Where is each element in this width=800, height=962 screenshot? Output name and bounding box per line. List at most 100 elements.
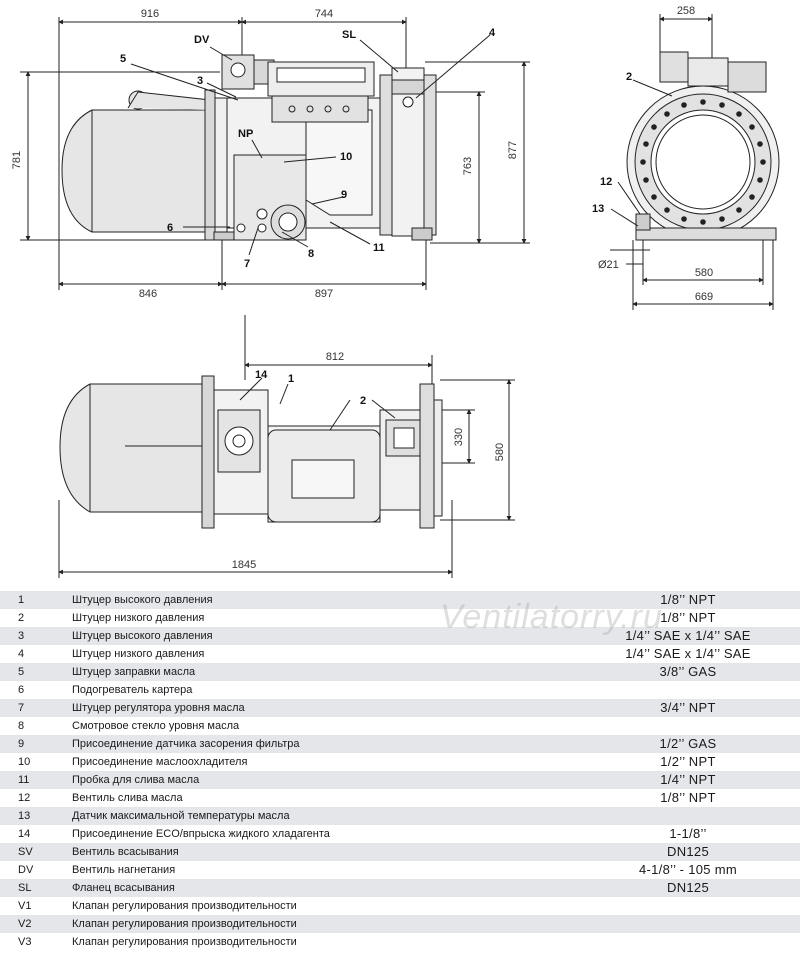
dim-side-left: 781 — [11, 151, 23, 169]
callout-7: 7 — [244, 258, 250, 270]
callout-11: 11 — [373, 242, 385, 254]
legend-description: Смотровое стекло уровня масла — [72, 720, 240, 732]
legend-code: 10 — [18, 756, 31, 768]
legend-spec: 1/4’’ NPT — [660, 772, 716, 787]
watermark-text: Ventilatorry.ru — [440, 598, 663, 636]
dim-side-top-2: 744 — [315, 8, 333, 20]
dim-top-view-right-2: 580 — [494, 443, 506, 461]
dim-side-right-1: 763 — [462, 157, 474, 175]
dim-front-bottom-2: 669 — [695, 291, 713, 303]
legend-spec: 1/8’’ NPT — [660, 592, 716, 607]
legend-spec: 1/4’’ SAE x 1/4’’ SAE — [625, 628, 751, 643]
legend-code: V2 — [18, 918, 32, 930]
technical-drawing: 916 744 846 897 781 763 877 DV SL 5 3 4 … — [11, 5, 780, 578]
callout-4: 4 — [489, 27, 496, 39]
legend-code: V1 — [18, 900, 32, 912]
legend-row: 13 Датчик максимальной температуры масла — [0, 807, 800, 825]
legend-code: 5 — [18, 666, 25, 678]
legend-code: 2 — [18, 612, 25, 624]
legend-code: 14 — [18, 828, 31, 840]
dim-top-view-right-1: 330 — [453, 428, 465, 446]
legend-code: 8 — [18, 720, 25, 732]
legend-code: V3 — [18, 936, 32, 948]
callout-top-2: 2 — [360, 395, 366, 407]
dim-side-right-2: 877 — [507, 141, 519, 159]
legend-description: Штуцер низкого давления — [72, 648, 205, 660]
callout-5: 5 — [120, 53, 126, 65]
legend-description: Клапан регулирования производительности — [72, 900, 297, 912]
legend-description: Штуцер низкого давления — [72, 612, 205, 624]
legend-code: 13 — [18, 810, 31, 822]
legend-description: Датчик максимальной температуры масла — [72, 810, 290, 822]
legend-row: 1 Штуцер высокого давления 1/8’’ NPT — [0, 591, 800, 609]
callout-13: 13 — [592, 203, 604, 215]
callout-front-2: 2 — [626, 71, 632, 83]
dim-top-view-top: 812 — [326, 351, 344, 363]
dim-side-bottom-1: 846 — [139, 288, 157, 300]
callout-1: 1 — [288, 373, 294, 385]
legend-description: Штуцер заправки масла — [72, 666, 196, 678]
legend-description: Вентиль нагнетания — [72, 864, 176, 876]
legend-row: 6 Подогреватель картера — [0, 681, 800, 699]
legend-row: 12 Вентиль слива масла 1/8’’ NPT — [0, 789, 800, 807]
legend-spec: DN125 — [667, 880, 709, 895]
legend-description: Вентиль всасывания — [72, 846, 179, 858]
legend-row: 14 Присоединение ECO/впрыска жидкого хлад… — [0, 825, 800, 843]
flange-bolt-circle — [640, 99, 766, 225]
legend-code: 4 — [18, 648, 25, 660]
legend-description: Клапан регулирования производительности — [72, 936, 297, 948]
dim-front-hole: Ø21 — [598, 259, 619, 271]
top-view — [58, 315, 515, 578]
legend-description: Присоединение маслоохладителя — [72, 756, 248, 768]
legend-row: 2 Штуцер низкого давления 1/8’’ NPT — [0, 609, 800, 627]
legend-description: Клапан регулирования производительности — [72, 918, 297, 930]
legend-row: 9 Присоединение датчика засорения фильтра… — [0, 735, 800, 753]
legend-code: DV — [18, 864, 34, 876]
legend-row: V1 Клапан регулирования производительност… — [0, 897, 800, 915]
legend-code: 7 — [18, 702, 25, 714]
legend-description: Фланец всасывания — [72, 882, 175, 894]
legend-spec: 1/8’’ NPT — [660, 610, 716, 625]
callout-dv: DV — [194, 34, 210, 46]
legend-description: Вентиль слива масла — [72, 792, 183, 804]
legend-code: 11 — [18, 774, 30, 786]
dim-front-top: 258 — [677, 5, 695, 17]
callout-8: 8 — [308, 248, 314, 260]
legend-code: SL — [18, 882, 32, 894]
callout-6: 6 — [167, 222, 173, 234]
callout-12: 12 — [600, 176, 612, 188]
legend-row: SL Фланец всасывания DN125 — [0, 879, 800, 897]
legend-code: 9 — [18, 738, 25, 750]
legend-description: Пробка для слива масла — [72, 774, 200, 786]
legend-code: 6 — [18, 684, 25, 696]
dim-front-bottom-1: 580 — [695, 267, 713, 279]
dim-top-view-bottom: 1845 — [232, 559, 256, 571]
legend-code: 12 — [18, 792, 31, 804]
legend-row: V2 Клапан регулирования производительност… — [0, 915, 800, 933]
legend-row: SV Вентиль всасывания DN125 — [0, 843, 800, 861]
legend-code: 1 — [18, 594, 25, 606]
legend-description: Подогреватель картера — [72, 684, 193, 696]
legend-description: Штуцер высокого давления — [72, 594, 213, 606]
callout-9: 9 — [341, 189, 347, 201]
legend-spec: 1-1/8’’ — [669, 826, 707, 841]
legend-spec: 3/8’’ GAS — [659, 664, 717, 679]
legend-spec: 1/2’’ GAS — [659, 736, 717, 751]
legend-spec: 1/8’’ NPT — [660, 790, 716, 805]
front-view — [610, 14, 780, 310]
legend-row: 11 Пробка для слива масла 1/4’’ NPT — [0, 771, 800, 789]
legend-spec: 1/4’’ SAE x 1/4’’ SAE — [625, 646, 751, 661]
legend-description: Присоединение ECO/впрыска жидкого хладаг… — [72, 828, 330, 840]
top-view-labels: 812 330 580 1845 14 1 2 — [232, 351, 506, 571]
callout-np: NP — [238, 128, 253, 140]
side-view — [20, 17, 530, 290]
front-view-labels: 258 580 669 Ø21 2 12 13 — [592, 5, 713, 303]
legend-description: Присоединение датчика засорения фильтра — [72, 738, 300, 750]
legend-code: SV — [18, 846, 33, 858]
legend-spec: DN125 — [667, 844, 709, 859]
